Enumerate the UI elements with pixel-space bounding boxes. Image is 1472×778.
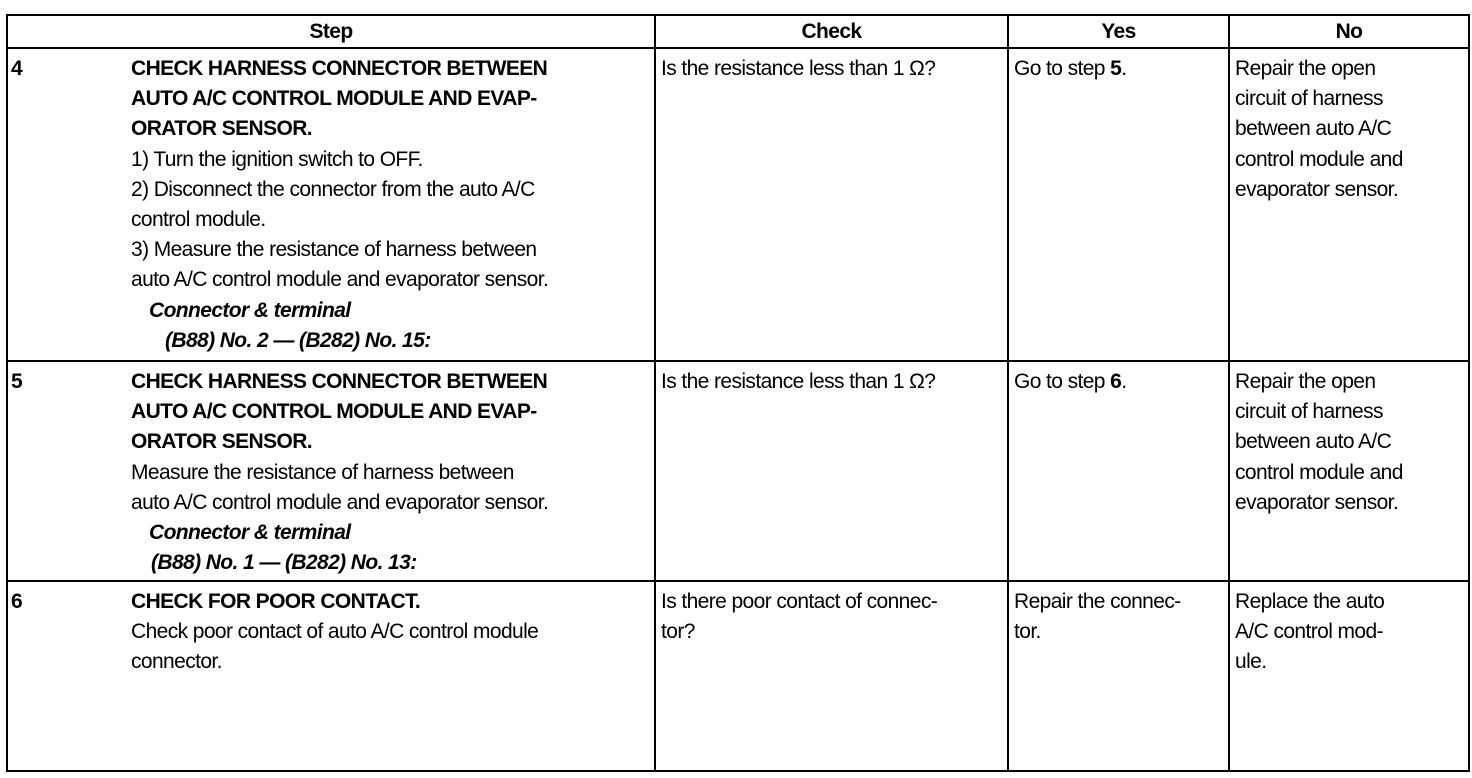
yes-cell: Repair the connec- tor. bbox=[1007, 580, 1230, 772]
next-step-link[interactable]: 5 bbox=[1110, 57, 1122, 80]
step-title: ORATOR SENSOR. bbox=[131, 117, 313, 141]
yes-text: Repair the connec- bbox=[1014, 590, 1181, 613]
step-title: CHECK FOR POOR CONTACT. bbox=[131, 590, 421, 613]
header-yes: Yes bbox=[1007, 14, 1230, 49]
header-no: No bbox=[1228, 14, 1470, 49]
spec-value: (B88) No. 1 — (B282) No. 13: bbox=[151, 551, 417, 575]
step-instruction: Check poor contact of auto A/C control m… bbox=[131, 620, 539, 644]
table-row: 6 CHECK FOR POOR CONTACT. Check poor con… bbox=[6, 580, 1470, 772]
next-step-link[interactable]: 6 bbox=[1110, 370, 1122, 393]
step-instruction: auto A/C control module and evaporator s… bbox=[131, 490, 549, 514]
no-text: Repair the open bbox=[1235, 57, 1376, 80]
yes-cell: Go to step 5. bbox=[1007, 47, 1230, 362]
step-instruction: 1) Turn the ignition switch to OFF. bbox=[131, 147, 423, 171]
yes-suffix: . bbox=[1121, 57, 1127, 80]
yes-text: tor. bbox=[1014, 620, 1041, 644]
table-row: 4 CHECK HARNESS CONNECTOR BETWEEN AUTO A… bbox=[6, 47, 1470, 362]
step-instruction: control module. bbox=[131, 208, 266, 232]
no-text: circuit of harness bbox=[1235, 400, 1384, 424]
no-cell: Replace the auto A/C control mod- ule. bbox=[1228, 580, 1470, 772]
check-cell: Is the resistance less than 1 Ω? bbox=[654, 47, 1009, 362]
check-question: Is the resistance less than 1 Ω? bbox=[661, 57, 936, 80]
no-text: Replace the auto bbox=[1235, 590, 1385, 613]
check-cell: Is the resistance less than 1 Ω? bbox=[654, 360, 1009, 582]
step-title: ORATOR SENSOR. bbox=[131, 430, 313, 454]
header-check: Check bbox=[654, 14, 1009, 49]
no-text: ule. bbox=[1235, 650, 1267, 674]
yes-cell: Go to step 6. bbox=[1007, 360, 1230, 582]
step-instruction: 3) Measure the resistance of harness bet… bbox=[131, 238, 537, 262]
step-title: AUTO A/C CONTROL MODULE AND EVAP- bbox=[131, 87, 537, 111]
step-instruction: connector. bbox=[131, 650, 223, 674]
step-title: CHECK HARNESS CONNECTOR BETWEEN bbox=[131, 57, 548, 80]
no-text: A/C control mod- bbox=[1235, 620, 1384, 644]
diagnostic-table: Step Check Yes No 4 CHECK HARNESS CONNEC… bbox=[6, 14, 1470, 772]
no-text: evaporator sensor. bbox=[1235, 177, 1399, 201]
spec-label: Connector & terminal bbox=[149, 521, 351, 545]
spec-label: Connector & terminal bbox=[149, 298, 351, 322]
step-cell: 4 CHECK HARNESS CONNECTOR BETWEEN AUTO A… bbox=[6, 47, 656, 362]
header-step: Step bbox=[6, 14, 656, 49]
step-instruction: Measure the resistance of harness betwee… bbox=[131, 460, 514, 484]
check-question: Is there poor contact of connec- bbox=[661, 590, 938, 613]
no-text: control module and bbox=[1235, 460, 1403, 484]
no-text: between auto A/C bbox=[1235, 117, 1392, 141]
step-title: CHECK HARNESS CONNECTOR BETWEEN bbox=[131, 370, 548, 393]
header-row: Step Check Yes No bbox=[6, 14, 1470, 49]
step-cell: 6 CHECK FOR POOR CONTACT. Check poor con… bbox=[6, 580, 656, 772]
check-cell: Is there poor contact of connec- tor? bbox=[654, 580, 1009, 772]
check-question: Is the resistance less than 1 Ω? bbox=[661, 370, 936, 393]
yes-text: Go to step bbox=[1014, 57, 1111, 80]
step-cell: 5 CHECK HARNESS CONNECTOR BETWEEN AUTO A… bbox=[6, 360, 656, 582]
yes-text: Go to step bbox=[1014, 370, 1111, 393]
step-title: AUTO A/C CONTROL MODULE AND EVAP- bbox=[131, 400, 537, 424]
no-cell: Repair the open circuit of harness betwe… bbox=[1228, 360, 1470, 582]
step-instruction: 2) Disconnect the connector from the aut… bbox=[131, 177, 535, 201]
check-question: tor? bbox=[661, 620, 695, 644]
spec-value: (B88) No. 2 — (B282) No. 15: bbox=[165, 328, 431, 352]
no-text: Repair the open bbox=[1235, 370, 1376, 393]
table-row: 5 CHECK HARNESS CONNECTOR BETWEEN AUTO A… bbox=[6, 360, 1470, 582]
no-cell: Repair the open circuit of harness betwe… bbox=[1228, 47, 1470, 362]
no-text: circuit of harness bbox=[1235, 87, 1384, 111]
no-text: evaporator sensor. bbox=[1235, 490, 1399, 514]
step-number: 4 bbox=[11, 57, 23, 80]
step-number: 5 bbox=[11, 370, 23, 393]
no-text: control module and bbox=[1235, 147, 1403, 171]
step-number: 6 bbox=[11, 590, 23, 613]
step-instruction: auto A/C control module and evaporator s… bbox=[131, 268, 549, 292]
yes-suffix: . bbox=[1121, 370, 1127, 393]
no-text: between auto A/C bbox=[1235, 430, 1392, 454]
